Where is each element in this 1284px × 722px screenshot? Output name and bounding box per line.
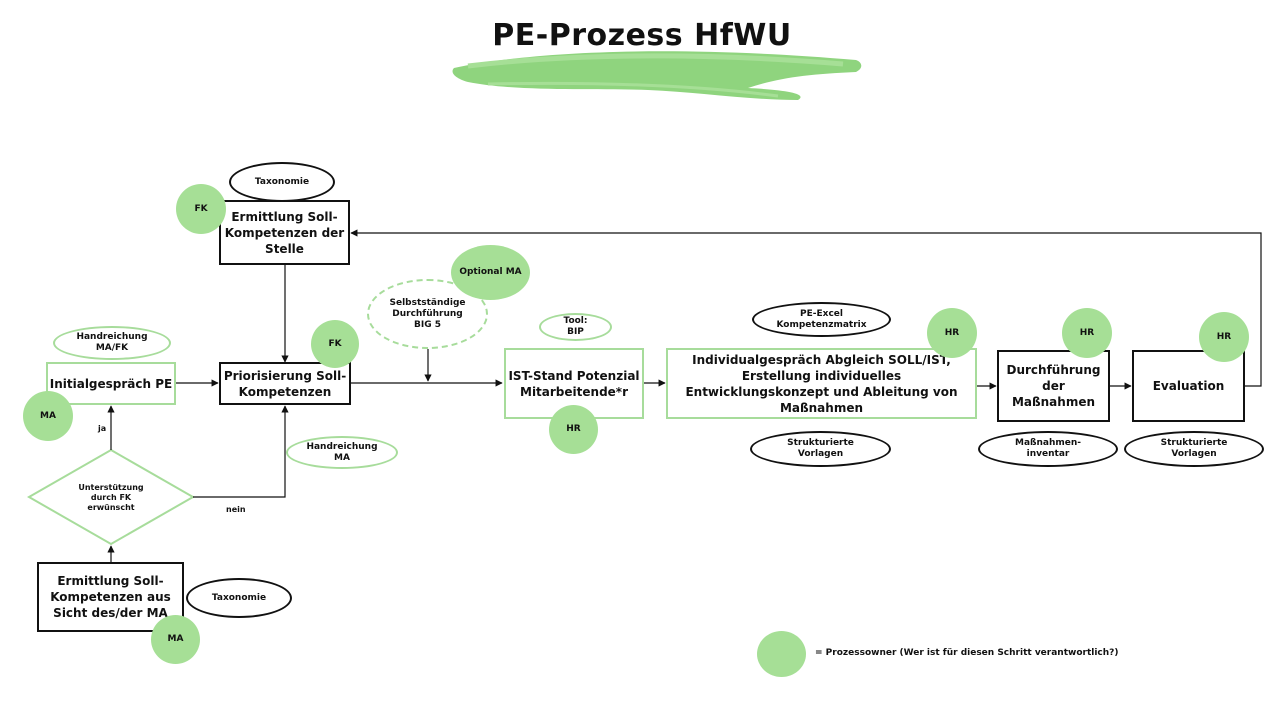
resource-massnahmen-inventar: Maßnahmen-inventar — [978, 431, 1118, 467]
resource-pe-excel: PE-Excel Kompetenzmatrix — [752, 302, 891, 337]
owner-ma-soll-ma: MA — [151, 615, 200, 664]
step-durchfuehrung: Durchführung der Maßnahmen — [997, 350, 1110, 422]
step-initialgespraech: Initialgespräch PE — [46, 362, 176, 405]
resource-tool-bip: Tool: BIP — [539, 313, 612, 341]
owner-fk-priorisierung: FK — [311, 320, 359, 368]
legend-text: = Prozessowner (Wer ist für diesen Schri… — [815, 648, 1119, 658]
resource-handreichung-mafk: Handreichung MA/FK — [53, 326, 171, 360]
owner-hr-individualgespraech: HR — [927, 308, 977, 358]
owner-ma-initial: MA — [23, 391, 73, 441]
resource-taxonomie-top: Taxonomie — [229, 162, 335, 202]
decision-diamond — [26, 448, 196, 546]
owner-fk-soll-stelle: FK — [176, 184, 226, 234]
edge-label-ja: ja — [98, 424, 107, 433]
owner-hr-durchfuehrung: HR — [1062, 308, 1112, 358]
legend-owner-circle — [757, 631, 806, 677]
resource-strukturierte-vorlagen-1: Strukturierte Vorlagen — [750, 431, 891, 467]
brush-stroke-decoration — [452, 51, 862, 100]
owner-hr-ist-stand: HR — [549, 405, 598, 454]
step-priorisierung: Priorisierung Soll-Kompetenzen — [219, 362, 351, 405]
page-title: PE-Prozess HfWU — [492, 18, 792, 53]
step-evaluation: Evaluation — [1132, 350, 1245, 422]
owner-optional-ma: Optional MA — [451, 245, 530, 300]
step-individualgespraech: Individualgespräch Abgleich SOLL/IST, Er… — [666, 348, 977, 419]
decision-label: Unterstützung durch FK erwünscht — [78, 483, 144, 512]
resource-strukturierte-vorlagen-2: Strukturierte Vorlagen — [1124, 431, 1264, 467]
resource-taxonomie-bottom: Taxonomie — [186, 578, 292, 618]
resource-handreichung-ma: Handreichung MA — [286, 436, 398, 469]
edge-label-nein: nein — [226, 505, 246, 514]
step-soll-kompetenzen-stelle: Ermittlung Soll-Kompetenzen der Stelle — [219, 200, 350, 265]
owner-hr-evaluation: HR — [1199, 312, 1249, 362]
